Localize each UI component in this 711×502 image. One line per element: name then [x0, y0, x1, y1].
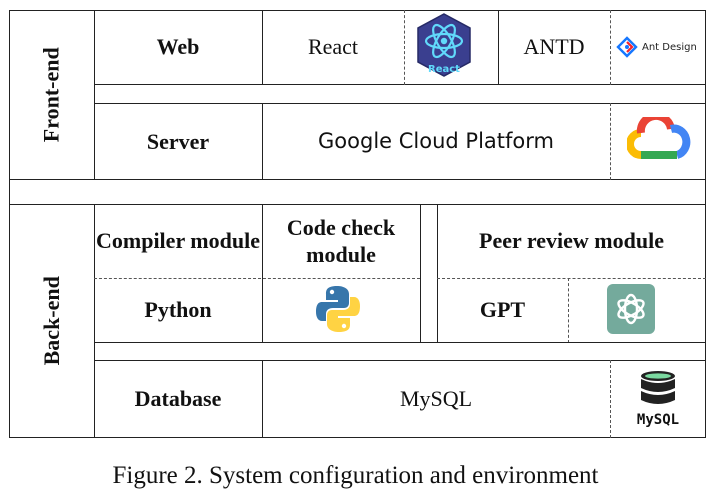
frontend-section-label: Front-end — [38, 47, 64, 143]
backend-section-label: Back-end — [38, 276, 64, 366]
web-label: Web — [156, 34, 200, 60]
openai-logo-icon — [607, 284, 655, 334]
python-label: Python — [144, 297, 212, 323]
react-logo-icon: React — [415, 12, 473, 78]
gpt-label: GPT — [479, 297, 526, 323]
compiler-module-label: Compiler module — [96, 228, 260, 254]
gcp-label: Google Cloud Platform — [318, 129, 554, 154]
mysql-logo-text: MySQL — [637, 412, 679, 428]
antd-label: ANTD — [523, 34, 585, 60]
code-check-module-label: Code check module — [286, 214, 396, 268]
ant-design-logo-text: Ant Design — [642, 41, 697, 53]
python-logo-icon — [314, 284, 362, 334]
react-logo-text: React — [428, 64, 460, 75]
ant-design-logo-icon: Ant Design — [616, 34, 704, 60]
figure-caption: System configuration and environment — [209, 462, 599, 489]
mysql-label: MySQL — [399, 385, 473, 411]
react-label: React — [307, 34, 359, 60]
mysql-database-icon: MySQL — [614, 366, 702, 432]
figure-label: Figure 2. — [112, 462, 203, 489]
database-label: Database — [134, 385, 222, 411]
peer-review-module-label: Peer review module — [479, 228, 664, 254]
google-cloud-logo-icon — [626, 111, 691, 167]
server-label: Server — [146, 128, 210, 154]
